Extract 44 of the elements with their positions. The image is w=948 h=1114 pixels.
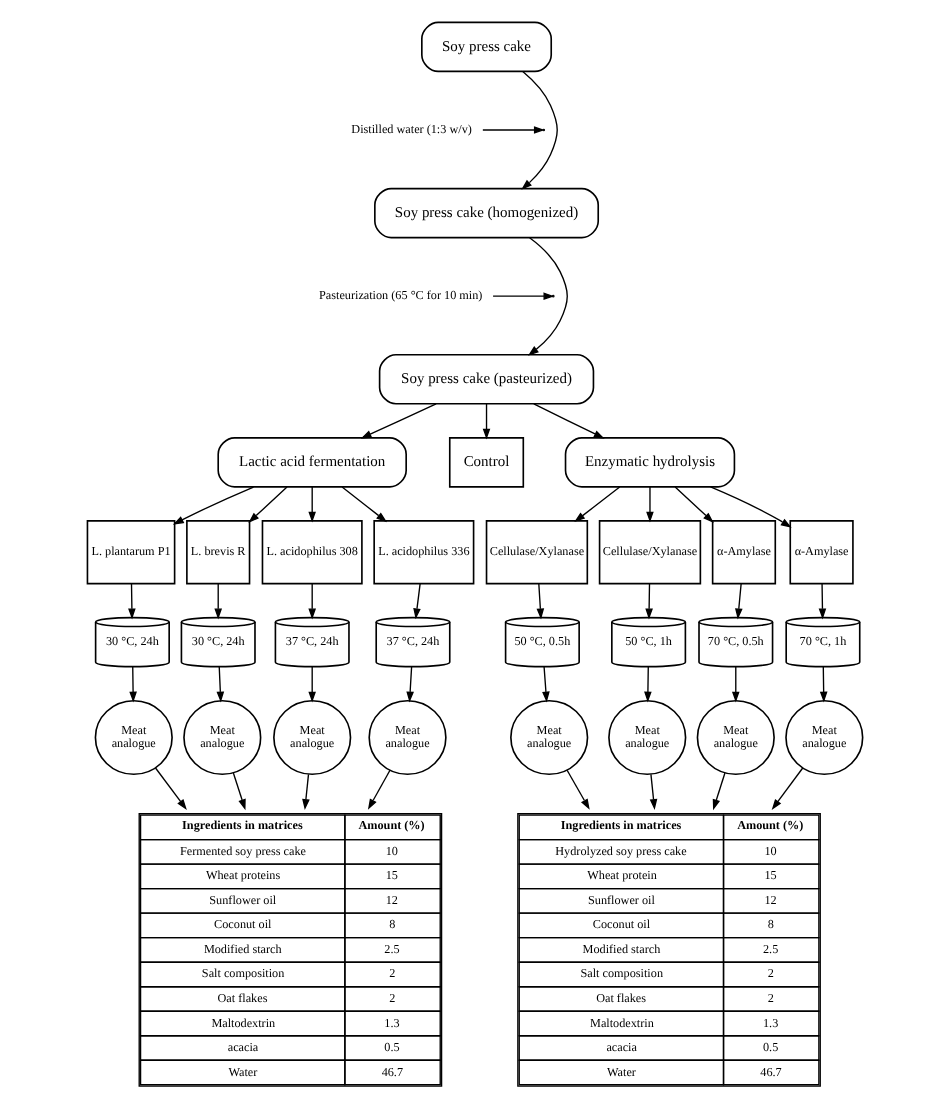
arrow [711,772,725,811]
node-box: Soy press cake [420,21,552,73]
arrow [359,403,436,439]
arrow [526,237,567,356]
arrow [366,769,390,810]
arrow [770,767,803,810]
arrow [645,486,653,523]
arrow [307,666,315,703]
arrow [247,486,287,523]
arrow [231,772,245,811]
arrow [128,666,136,703]
arrow [541,666,549,703]
arrow [565,769,589,810]
node-box: Soy press cake (pasteurized) [377,353,594,405]
arrow [817,582,826,620]
arrow [405,666,413,703]
arrow [481,403,490,440]
arrow [127,582,135,620]
arrow [643,666,651,703]
arrow [573,486,620,523]
arrow [340,486,387,523]
arrow [644,582,652,620]
arrow [481,126,544,134]
arrow [708,486,791,528]
arrow [532,403,604,439]
arrow [412,582,420,620]
arrow [648,773,657,810]
arrow [673,486,713,523]
node-box: Soy press cake (homogenized) [373,187,599,239]
arrow [307,486,315,523]
arrow [307,582,315,620]
arrow [818,666,827,703]
arrow [730,666,739,703]
arrow [171,486,254,525]
arrow [153,767,186,810]
arrow [520,70,557,190]
node-box: Lactic acid fermentation [216,437,406,488]
arrow [535,582,544,620]
arrow [215,666,224,703]
arrow [301,773,309,810]
node-box: Control [447,437,524,488]
arrow [734,582,742,620]
arrow [213,582,222,620]
node-box: Enzymatic hydrolysis [563,437,735,488]
